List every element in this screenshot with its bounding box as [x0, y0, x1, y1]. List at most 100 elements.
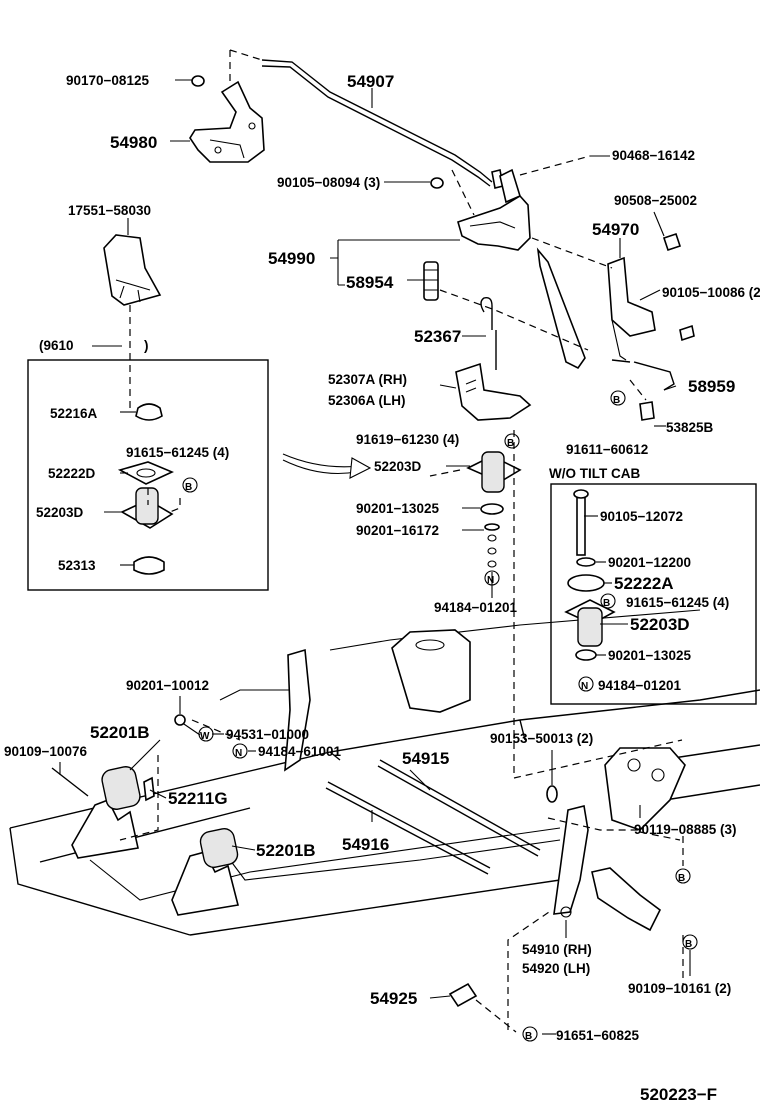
label-54970: 54970 [592, 220, 639, 239]
label-53825B: 53825B [666, 420, 714, 435]
label-54910: 54910 (RH) [522, 942, 592, 957]
svg-text:B: B [603, 598, 610, 609]
svg-text:N: N [235, 748, 242, 759]
cab-mount-52203D [466, 451, 522, 568]
label-90109-10076: 90109−10076 [4, 744, 87, 759]
detail-arrow [282, 453, 372, 479]
spacer-and-hook [423, 261, 497, 370]
label-90153-50013: 90153−50013 (2) [490, 731, 593, 746]
svg-text:B: B [507, 438, 514, 449]
svg-text:B: B [685, 939, 692, 950]
marker-b-icon: B [610, 390, 626, 406]
marker-b-icon: B [675, 868, 691, 884]
label-54990: 54990 [268, 249, 315, 268]
marker-n-icon: N [484, 570, 500, 586]
label-91615-61245-b: 91615−61245 (4) [626, 595, 729, 610]
label-54980: 54980 [110, 133, 157, 152]
label-54915: 54915 [402, 749, 449, 768]
marker-b-icon: B [504, 433, 520, 449]
svg-text:N: N [487, 575, 494, 586]
label-90508-25002: 90508−25002 [614, 193, 697, 208]
label-91611-60612: 91611−60612 [566, 442, 648, 457]
label-90201-10012: 90201−10012 [126, 678, 209, 693]
svg-text:B: B [525, 1031, 532, 1042]
cab-frame-drawing [9, 609, 760, 936]
box-date-open: (9610 [39, 338, 74, 353]
label-52313: 52313 [58, 558, 96, 573]
label-52203D-box: 52203D [36, 505, 84, 520]
label-52211G: 52211G [168, 789, 228, 808]
marker-n-icon: N [232, 743, 248, 759]
label-54907: 54907 [347, 72, 394, 91]
label-52222A: 52222A [614, 574, 674, 593]
label-90105-08094: 90105−08094 (3) [277, 175, 380, 190]
9610-detail-box [27, 359, 269, 591]
label-52201B-b: 52201B [256, 841, 316, 860]
marker-b-icon: B [682, 934, 698, 950]
label-52367: 52367 [414, 327, 461, 346]
label-94531-01000: 94531−01000 [226, 727, 309, 742]
torsion-bars [325, 759, 541, 875]
without-tilt-cab-box [550, 483, 757, 705]
label-91615-61245-a: 91615−61245 (4) [126, 445, 229, 460]
label-58959: 58959 [688, 377, 735, 396]
dashed-guide-lines [119, 49, 684, 1033]
label-52306A: 52306A (LH) [328, 393, 406, 408]
svg-text:B: B [185, 482, 192, 493]
marker-symbols: B B B B B B B N N N W [174, 390, 698, 1042]
svg-text:B: B [678, 873, 685, 884]
label-52203D-tilt: 52203D [630, 615, 690, 634]
label-54925: 54925 [370, 989, 417, 1008]
part-labels: 90170−08125 54907 54980 90468−16142 9010… [4, 72, 760, 1104]
pad-54925 [448, 982, 478, 1008]
marker-b-icon: B [600, 593, 616, 609]
marker-b-icon: B [182, 477, 198, 493]
label-94184-61001: 94184−61001 [258, 744, 341, 759]
diagram-code: 520223−F [640, 1085, 717, 1104]
bushings-52201B [51, 766, 239, 868]
leader-lines [59, 79, 691, 1035]
label-52201B-a: 52201B [90, 723, 150, 742]
label-52216A: 52216A [50, 406, 98, 421]
label-91619-61230: 91619−61230 (4) [356, 432, 459, 447]
box-date-close: ) [144, 338, 149, 353]
lock-bracket-54980 [189, 75, 265, 163]
nut-icon [174, 714, 186, 726]
label-90105-12072: 90105−12072 [600, 509, 683, 524]
label-90201-13025-b: 90201−13025 [608, 648, 691, 663]
svg-text:W: W [200, 731, 210, 742]
label-94184-01201-a: 94184−01201 [434, 600, 517, 615]
marker-w-icon: W [198, 726, 214, 742]
label-52203D-main: 52203D [374, 459, 422, 474]
label-90201-13025-a: 90201−13025 [356, 501, 439, 516]
label-58954: 58954 [346, 273, 394, 292]
marker-n-icon: N [578, 676, 594, 692]
label-90201-12200: 90201−12200 [608, 555, 691, 570]
label-91651-60825: 91651−60825 [556, 1028, 639, 1043]
label-90170-08125: 90170−08125 [66, 73, 149, 88]
label-90201-16172: 90201−16172 [356, 523, 439, 538]
mount-bracket-52307A [455, 362, 532, 421]
label-90119-08885: 90119−08885 (3) [634, 822, 736, 837]
label-52307A: 52307A (RH) [328, 372, 407, 387]
torsion-rod-54907 [261, 59, 504, 189]
svg-text:N: N [581, 681, 588, 692]
bracket-54970 [607, 232, 695, 361]
label-90468-16142: 90468−16142 [612, 148, 695, 163]
lever-58959 [611, 359, 675, 421]
label-90109-10161: 90109−10161 (2) [628, 981, 731, 996]
svg-text:B: B [613, 395, 620, 406]
tilt-box-title: W/O TILT CAB [549, 466, 640, 481]
label-90105-10086: 90105−10086 (2) [662, 285, 760, 300]
lever-arm-54910 [546, 785, 662, 932]
label-54920: 54920 (LH) [522, 961, 590, 976]
lock-hook-assembly [430, 168, 586, 370]
label-17551-58030: 17551−58030 [68, 203, 151, 218]
marker-b-icon: B [522, 1026, 538, 1042]
label-54916: 54916 [342, 835, 389, 854]
label-94184-01201-b: 94184−01201 [598, 678, 681, 693]
label-52222D: 52222D [48, 466, 96, 481]
heat-shield-17551 [103, 234, 162, 306]
